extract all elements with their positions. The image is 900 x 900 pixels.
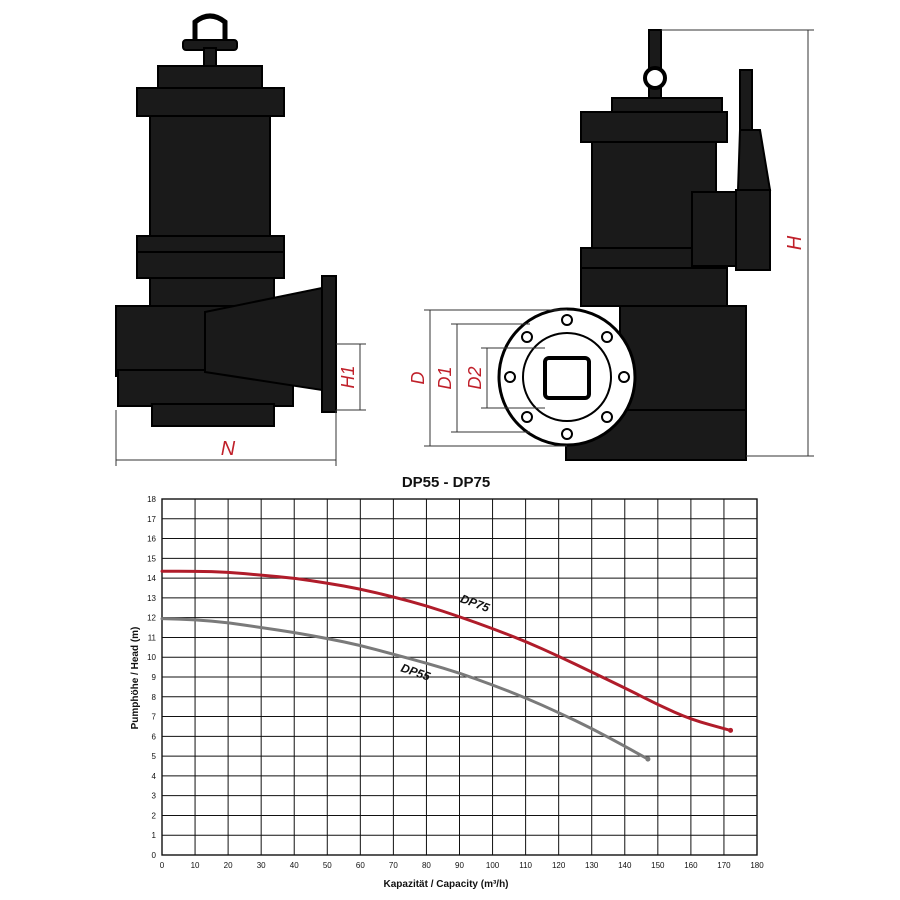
x-tick-label: 60 <box>356 861 365 870</box>
pump-side-view <box>497 29 772 461</box>
y-tick-label: 12 <box>147 614 156 623</box>
pump-front-view <box>115 13 337 427</box>
x-tick-label: 10 <box>191 861 200 870</box>
y-tick-label: 8 <box>152 693 157 702</box>
y-tick-label: 14 <box>147 574 156 583</box>
x-tick-label: 50 <box>323 861 332 870</box>
x-tick-label: 170 <box>717 861 731 870</box>
dim-label-d1: D1 <box>435 366 455 389</box>
y-tick-label: 4 <box>152 772 157 781</box>
x-tick-label: 160 <box>684 861 698 870</box>
x-tick-label: 0 <box>160 861 165 870</box>
y-tick-label: 7 <box>152 713 157 722</box>
y-tick-label: 2 <box>152 811 157 820</box>
x-tick-label: 20 <box>224 861 233 870</box>
x-tick-label: 70 <box>389 861 398 870</box>
y-tick-label: 1 <box>152 831 157 840</box>
dimension-lines <box>115 29 814 466</box>
series-endpoint-dp75 <box>728 727 734 733</box>
x-tick-label: 80 <box>422 861 431 870</box>
y-axis-label: Pumphöhe / Head (m) <box>130 627 141 730</box>
series-line-dp75 <box>160 569 733 732</box>
y-tick-label: 3 <box>152 792 157 801</box>
x-tick-label: 100 <box>486 861 500 870</box>
y-tick-label: 9 <box>152 673 157 682</box>
dim-label-d2: D2 <box>465 366 485 389</box>
y-tick-label: 17 <box>147 515 156 524</box>
chart-title: DP55 - DP75 <box>402 474 490 491</box>
y-tick-label: 5 <box>152 752 157 761</box>
x-tick-label: 130 <box>585 861 599 870</box>
y-tick-label: 0 <box>152 851 157 860</box>
series-endpoint-dp55 <box>645 756 651 762</box>
y-tick-label: 15 <box>147 554 156 563</box>
chart-grid <box>161 498 758 856</box>
y-tick-label: 18 <box>147 495 156 504</box>
dim-label-d: D <box>408 372 428 385</box>
series-label-dp75: DP75 <box>458 592 491 616</box>
dim-label-h1: H1 <box>338 365 358 388</box>
x-tick-label: 110 <box>519 861 532 870</box>
x-tick-labels: 0 10 20 30 40 50 60 70 80 90 100 110 120 130 140 150 160… <box>160 861 764 870</box>
y-tick-label: 6 <box>152 732 157 741</box>
x-tick-label: 30 <box>257 861 266 870</box>
pump-drawings: N H1 D D1 D2 H <box>115 13 814 466</box>
x-tick-label: 90 <box>455 861 464 870</box>
y-tick-label: 10 <box>147 653 156 662</box>
dim-label-n: N <box>221 438 236 460</box>
plot-frame <box>161 498 758 856</box>
x-tick-label: 40 <box>290 861 299 870</box>
y-tick-label: 11 <box>148 633 157 642</box>
x-axis-label: Kapazität / Capacity (m³/h) <box>383 879 508 890</box>
x-tick-label: 120 <box>552 861 566 870</box>
x-tick-label: 180 <box>750 861 764 870</box>
x-tick-label: 150 <box>651 861 665 870</box>
x-tick-label: 140 <box>618 861 632 870</box>
y-tick-label: 16 <box>147 535 156 544</box>
y-tick-label: 13 <box>147 594 156 603</box>
series-line-dp55 <box>160 617 650 761</box>
dim-label-h: H <box>784 235 806 250</box>
